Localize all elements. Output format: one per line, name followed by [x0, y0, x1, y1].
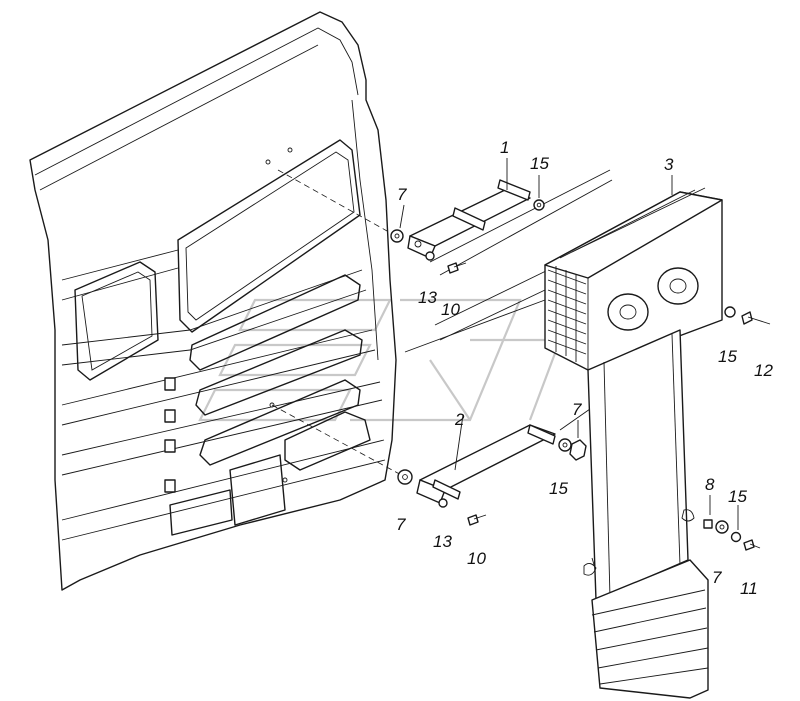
- callout-15-upper: 15: [530, 154, 549, 173]
- bracket-lower: [416, 424, 556, 504]
- callout-10-upper: 10: [441, 300, 460, 319]
- callout-7-lower-mid: 7: [572, 400, 582, 419]
- callout-7-lower-left: 7: [396, 515, 406, 534]
- callout-15-lower-right: 15: [728, 487, 747, 506]
- callout-13-lower: 13: [433, 532, 452, 551]
- callout-15-right: 15: [718, 347, 737, 366]
- callout-3: 3: [664, 155, 674, 174]
- duct-bellows: [591, 559, 709, 699]
- fasteners: [390, 199, 771, 551]
- callout-10-lower: 10: [467, 549, 486, 568]
- cab-rear-panel: [29, 11, 397, 591]
- air-intake-duct: [544, 187, 723, 699]
- callout-2: 2: [454, 410, 465, 429]
- leader-lines: [404, 169, 613, 569]
- callout-7-lower-right: 7: [712, 568, 722, 587]
- callout-leaders: [399, 158, 739, 530]
- callout-1: 1: [500, 138, 509, 157]
- assembly-dashed-lines: [271, 169, 406, 478]
- callout-labels: 1 2 3 7 7 7 7 8 10 10 11 12 13 13 15 15 …: [396, 138, 773, 598]
- intake-grille: [547, 266, 587, 362]
- watermark-logo: [198, 298, 562, 422]
- callout-15-lower-mid: 15: [549, 479, 568, 498]
- callout-11: 11: [740, 579, 758, 598]
- callout-8: 8: [705, 475, 715, 494]
- callout-12: 12: [754, 361, 773, 380]
- callout-7-upper: 7: [397, 185, 407, 204]
- callout-13-upper: 13: [418, 288, 437, 307]
- bracket-upper: [407, 179, 531, 259]
